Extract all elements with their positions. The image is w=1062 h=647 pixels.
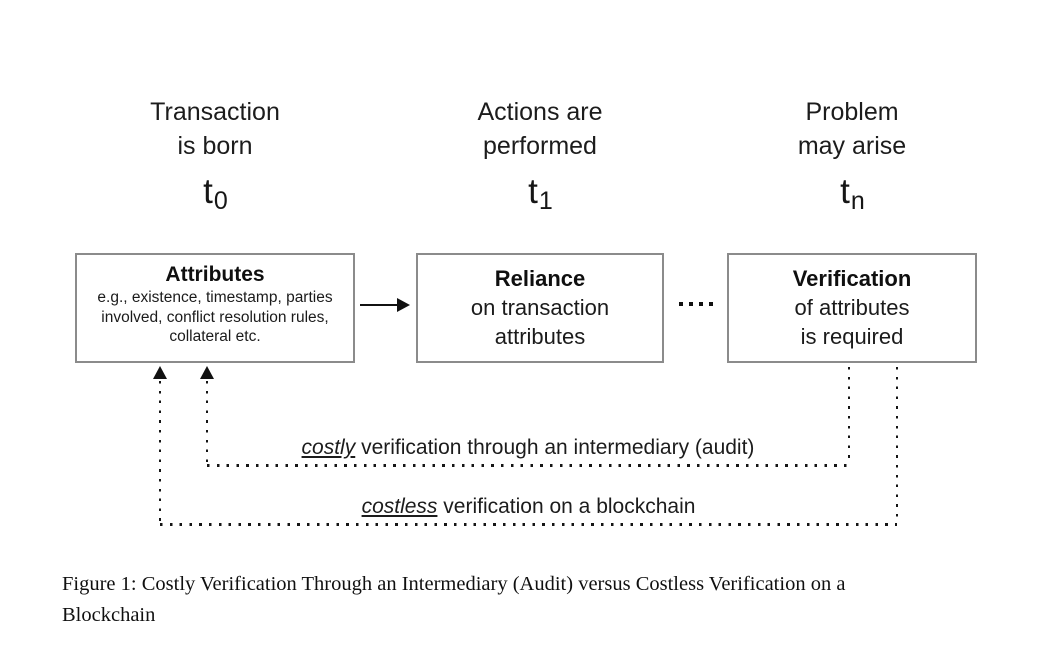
dotted-line-costly-left bbox=[205, 381, 209, 466]
time-label-tn: tn bbox=[727, 172, 977, 215]
box-title: Verification bbox=[792, 266, 912, 291]
caption-line: Blockchain bbox=[62, 604, 156, 626]
time-subscript: 1 bbox=[538, 187, 553, 215]
box-body-line: involved, conflict resolution rules, bbox=[101, 308, 329, 326]
time-label-t1: t1 bbox=[416, 172, 664, 215]
column-header-actions: Actions are performed bbox=[416, 95, 664, 163]
box-body-line: collateral etc. bbox=[169, 328, 261, 345]
dotted-line-costly-horizontal bbox=[207, 464, 849, 467]
costless-rest: verification on a blockchain bbox=[437, 495, 696, 518]
box-title: Reliance bbox=[494, 266, 586, 291]
time-subscript: n bbox=[850, 187, 865, 215]
box-title: Attributes bbox=[165, 263, 265, 286]
time-base: t bbox=[203, 172, 213, 211]
arrow-attributes-to-reliance bbox=[360, 298, 410, 312]
time-base: t bbox=[528, 172, 538, 211]
box-verification: Verification of attributes is required bbox=[727, 253, 977, 363]
box-body-line: is required bbox=[800, 324, 904, 349]
box-body-line: e.g., existence, timestamp, parties bbox=[97, 289, 333, 306]
arrow-up-icon-costless bbox=[153, 366, 167, 379]
time-label-t0: t0 bbox=[75, 172, 355, 215]
label-costly-verification: costly verification through an intermedi… bbox=[207, 436, 849, 460]
time-base: t bbox=[840, 172, 850, 211]
header-line: may arise bbox=[797, 132, 907, 160]
costly-rest: verification through an intermediary (au… bbox=[355, 436, 755, 459]
dotted-line-costly-right bbox=[847, 367, 851, 464]
box-body-line: on transaction bbox=[470, 295, 610, 320]
header-line: Transaction bbox=[150, 98, 280, 126]
dotted-line-costless-horizontal bbox=[160, 523, 897, 526]
caption-line: Figure 1: Costly Verification Through an… bbox=[62, 573, 846, 595]
figure-caption: Figure 1: Costly Verification Through an… bbox=[62, 569, 1012, 631]
arrow-shaft bbox=[360, 303, 399, 307]
header-line: performed bbox=[483, 132, 597, 160]
dotted-line-costless-left bbox=[158, 381, 162, 525]
header-line: is born bbox=[177, 132, 253, 160]
column-header-transaction: Transaction is born bbox=[75, 95, 355, 163]
column-header-problem: Problem may arise bbox=[727, 95, 977, 163]
box-body-line: of attributes bbox=[794, 295, 910, 320]
arrow-up-icon-costly bbox=[200, 366, 214, 379]
ellipsis-connector-icon bbox=[679, 302, 713, 306]
arrow-right-icon bbox=[397, 298, 410, 312]
box-attributes: Attributes e.g., existence, timestamp, p… bbox=[75, 253, 355, 363]
box-body-line: attributes bbox=[494, 324, 586, 349]
costless-emphasis: costless bbox=[361, 495, 438, 518]
costly-emphasis: costly bbox=[301, 436, 356, 459]
box-reliance: Reliance on transaction attributes bbox=[416, 253, 664, 363]
header-line: Actions are bbox=[477, 98, 603, 126]
label-costless-verification: costless verification on a blockchain bbox=[160, 495, 897, 519]
time-subscript: 0 bbox=[213, 187, 228, 215]
header-line: Problem bbox=[805, 98, 899, 126]
dotted-line-costless-right bbox=[895, 367, 899, 523]
